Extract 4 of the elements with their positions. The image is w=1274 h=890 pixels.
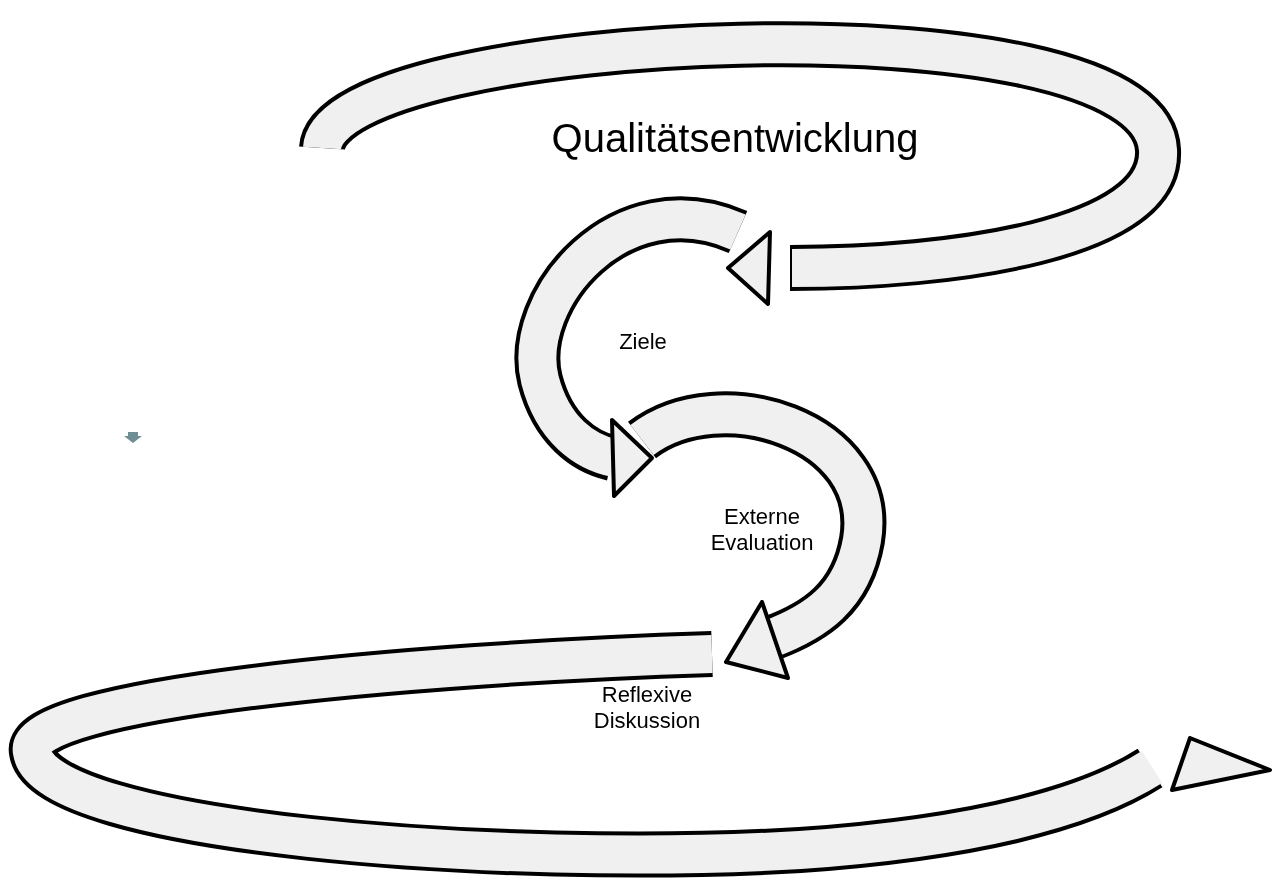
step-label: Reflexive Diskussion (592, 682, 702, 734)
step-label: Externe Evaluation (709, 504, 815, 556)
title-label: Qualitätsentwicklung (550, 115, 920, 161)
step-label: Ziele (618, 329, 668, 355)
